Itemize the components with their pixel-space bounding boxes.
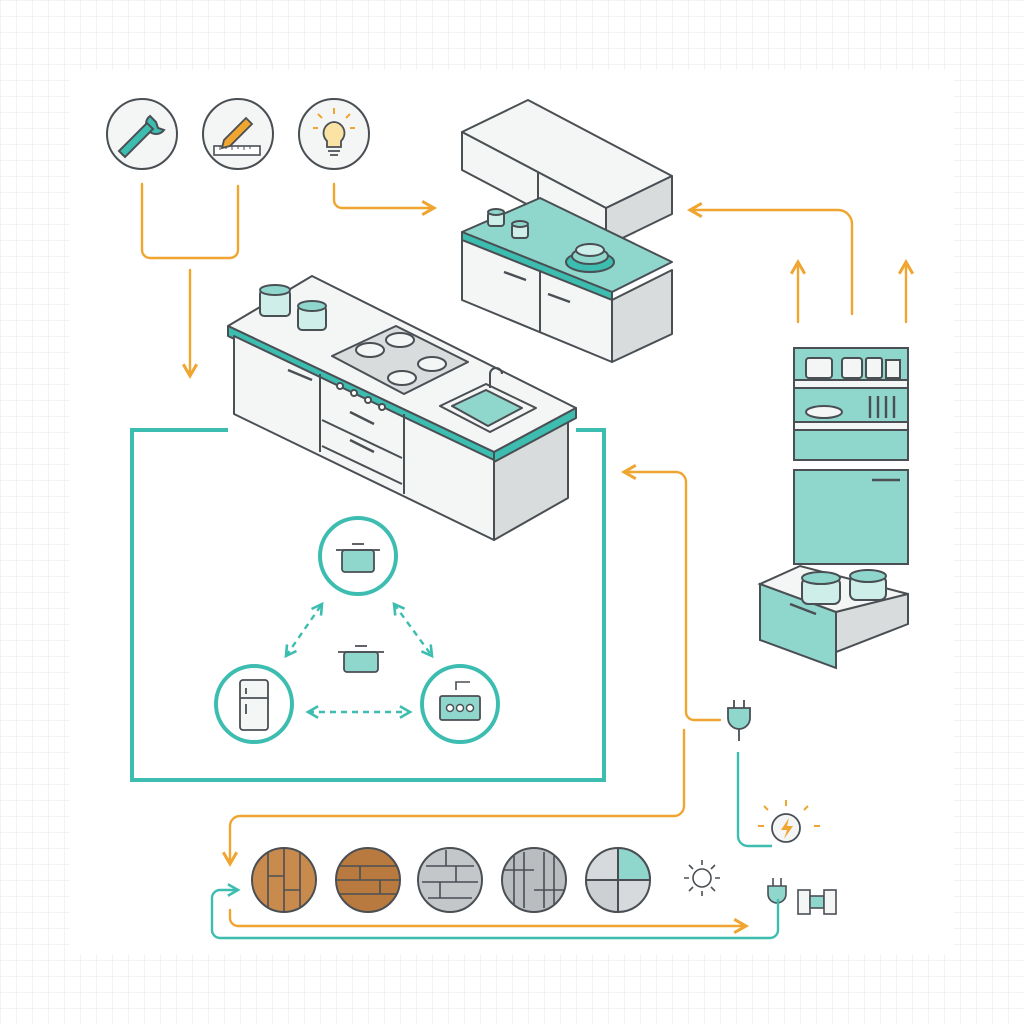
kitchen-island xyxy=(227,275,577,541)
tile-pattern xyxy=(501,847,567,913)
planning-connectors xyxy=(140,182,438,380)
sun-icon xyxy=(684,860,720,896)
material-swatches xyxy=(251,846,652,914)
triangle-arrows xyxy=(284,601,434,719)
tile-gray xyxy=(417,847,483,913)
wall-cabinet-unit xyxy=(461,99,673,363)
storage-shelf-unit xyxy=(757,347,909,670)
stove-icon xyxy=(420,664,500,744)
wood-plank-horizontal xyxy=(335,847,401,913)
refrigerator-icon xyxy=(214,664,294,744)
pencil-ruler-icon xyxy=(202,98,274,170)
pot-icon xyxy=(318,516,398,596)
work-triangle-panel xyxy=(130,428,606,782)
plug-icon xyxy=(727,700,751,741)
electric-bolt-icon xyxy=(758,800,820,843)
wrench-icon xyxy=(106,98,178,170)
stone-quartered xyxy=(584,846,652,914)
small-pot-icon xyxy=(338,645,384,673)
material-connectors xyxy=(210,883,780,940)
teal-power-line xyxy=(736,752,772,848)
storage-connectors xyxy=(221,201,915,868)
adapter-icon xyxy=(797,889,837,915)
lightbulb-icon xyxy=(298,98,370,170)
wood-plank-vertical xyxy=(251,847,317,913)
